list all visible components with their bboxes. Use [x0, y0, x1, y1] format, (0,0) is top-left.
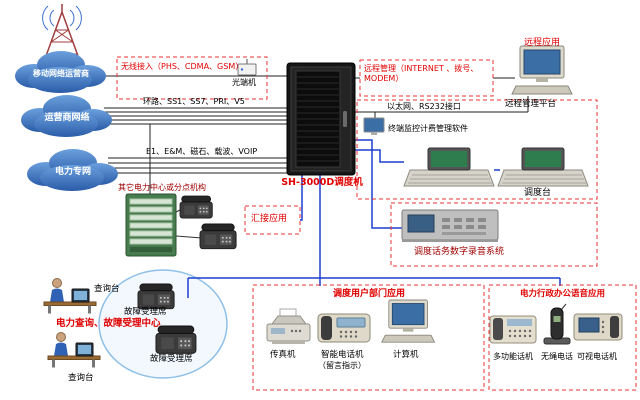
- remote-platform-computer-icon: [511, 45, 573, 95]
- other-center-label: 其它电力中心或分点机构: [118, 183, 206, 192]
- zone-recording: [390, 202, 598, 267]
- query-desk-label-1: 查询台: [94, 284, 120, 294]
- recording-system-icon: [401, 209, 499, 242]
- terminal-software-label: 终端监控计费管理软件: [388, 124, 468, 133]
- connection-lines: [100, 75, 561, 298]
- dispatch-dept-title: 调度用户部门应用: [332, 289, 405, 299]
- smart-phone-icon: [317, 313, 371, 343]
- dispatch-switch-rack: [286, 62, 356, 176]
- query-center-label: 电力查询、故障受理中心: [56, 318, 161, 329]
- cloud-mobile-network: [15, 51, 106, 93]
- zone-remote-mgmt: [359, 59, 494, 97]
- cloud-carrier-network: [21, 95, 112, 137]
- smart-phone-note-label: （留言指示）: [318, 361, 366, 370]
- trunk-app-label: 汇接应用: [251, 214, 288, 224]
- zone-dispatch-platform: [356, 99, 598, 200]
- remote-platform-label: 远程管理平台: [505, 99, 557, 109]
- video-phone-label: 可视电话机: [577, 352, 617, 361]
- pbx-cabinet-icon: [125, 193, 177, 257]
- fault-seat-label-1: 故障受理席: [124, 307, 167, 317]
- dispatch-console-icon: [403, 147, 495, 187]
- cloud-power-network: [27, 149, 118, 191]
- terminal-software-icon: [363, 117, 385, 135]
- optical-terminal-icon: [237, 59, 257, 76]
- multi-phone-label: 多功能话机: [493, 352, 533, 361]
- remote-mgmt-label: 远程管理（INTERNET 、拨号、MODEM）: [364, 64, 479, 83]
- smart-phone-label: 智能电话机: [321, 350, 364, 360]
- cloud-label-power: 电力专网: [54, 167, 91, 177]
- query-desk-label-2: 查询台: [68, 373, 94, 383]
- office-computer-icon: [381, 299, 435, 343]
- cordless-phone-icon: [543, 303, 571, 345]
- dispatch-console-icon: [497, 147, 589, 187]
- computer-label: 计算机: [393, 350, 419, 360]
- zone-dispatch-dept: [252, 284, 485, 391]
- cloud-label-carrier: 运营商网络: [44, 113, 90, 123]
- wireless-access-label: 无线接入（PHS、CDMA、GSM）: [121, 62, 244, 71]
- switch-name-label: SH-3000D调度机: [281, 177, 363, 188]
- query-operator-icon: [47, 332, 101, 368]
- query-operator-icon: [43, 278, 97, 314]
- multifunction-phone-icon: [489, 315, 537, 344]
- fault-phone-icon: [155, 325, 197, 354]
- zone-admin-voice: [488, 284, 637, 391]
- fault-seat-label-2: 故障受理席: [150, 354, 193, 364]
- admin-voice-title: 电力行政办公语音应用: [519, 289, 605, 299]
- recording-system-label: 调度话务数字录音系统: [414, 247, 505, 257]
- branch-phone-icon: [179, 195, 213, 219]
- zone-boxes: [116, 56, 637, 391]
- video-phone-icon: [573, 313, 623, 341]
- dispatch-console-label: 调度台: [524, 188, 552, 198]
- optical-device-label: 光端机: [232, 78, 256, 87]
- remote-app-label: 远程应用: [524, 38, 561, 48]
- loop-trunks-label: 环路、SS1、SS7、PRI、V5: [143, 97, 245, 106]
- e1-trunks-label: E1、E&M、磁石、载波、VOIP: [146, 147, 258, 156]
- fax-label: 传真机: [270, 350, 296, 360]
- fax-machine-icon: [266, 308, 311, 344]
- cordless-phone-label: 无绳电话: [541, 352, 573, 361]
- radio-tower-icon: [42, 4, 82, 57]
- zone-wireless-access: [116, 56, 268, 100]
- branch-phone-icon: [199, 223, 237, 250]
- fault-phone-icon: [137, 283, 175, 310]
- ethernet-label: 以太网、RS232接口: [387, 102, 461, 111]
- cloud-label-mobile: 移动网络运营商: [33, 69, 89, 78]
